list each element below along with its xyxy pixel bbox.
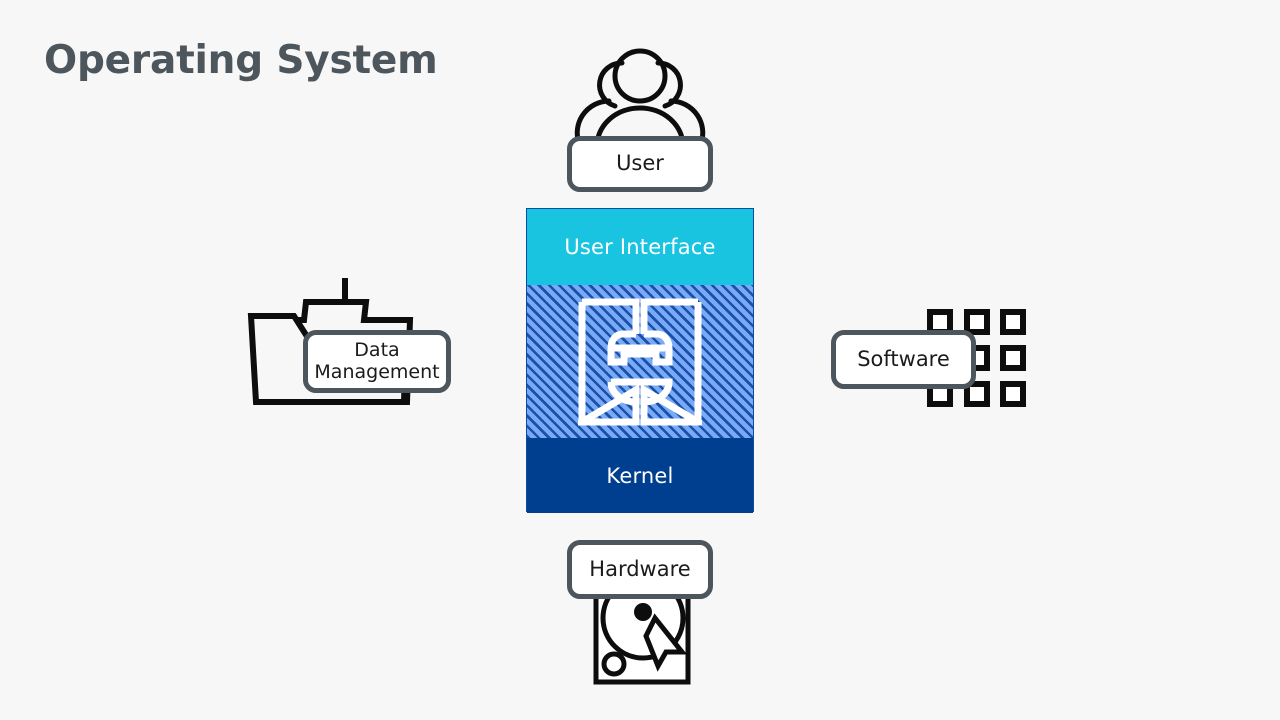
plug-socket-icon <box>578 298 702 425</box>
node-data-management-label: Data Management <box>314 339 440 383</box>
node-user[interactable]: User <box>567 136 713 192</box>
node-software[interactable]: Software <box>831 330 976 389</box>
os-layer-user-interface-label: User Interface <box>564 235 716 259</box>
node-data-management[interactable]: Data Management <box>303 330 451 393</box>
node-software-label: Software <box>857 346 950 371</box>
os-stack: User Interface <box>526 208 754 513</box>
node-hardware[interactable]: Hardware <box>567 540 713 599</box>
node-data-management-label-line1: Data <box>354 339 400 362</box>
page-title: Operating System <box>44 38 438 83</box>
node-hardware-label: Hardware <box>589 556 691 581</box>
os-layer-kernel: Kernel <box>527 438 753 513</box>
node-user-label: User <box>616 151 664 176</box>
os-layer-middle-hatched <box>527 285 753 438</box>
node-data-management-label-line2: Management <box>314 360 440 383</box>
users-group-icon <box>573 44 707 149</box>
os-layer-kernel-label: Kernel <box>606 463 674 488</box>
os-layer-user-interface: User Interface <box>527 209 753 285</box>
